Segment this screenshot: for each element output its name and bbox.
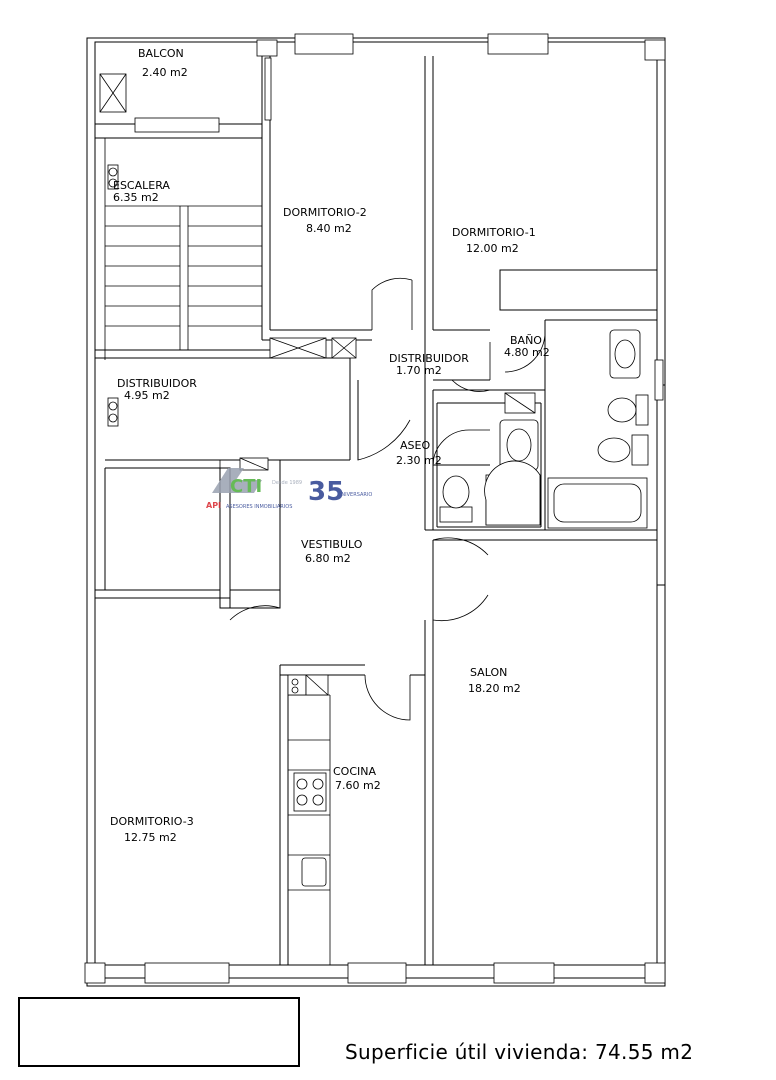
escalera-area: 6.35 m2 [113,191,159,204]
cti-brand: CTI [230,476,262,497]
windows [84,33,666,984]
dormitorio3-area: 12.75 m2 [124,831,177,844]
bano-name: BAÑO [510,334,542,347]
api-mark: API [206,501,221,510]
balcon-area: 2.40 m2 [142,66,188,79]
watermark-logo: CTI Desde 1989 API ASESORES INMOBILIARIO… [206,468,372,510]
distribuidor-left-name: DISTRIBUIDOR [117,377,197,390]
dormitorio3-name: DORMITORIO-3 [110,815,194,828]
title-block [18,997,300,1067]
escalera-name: ESCALERA [113,179,170,192]
anniversary-number: 35 [308,477,344,507]
dormitorio2-area: 8.40 m2 [306,222,352,235]
vestibulo-area: 6.80 m2 [305,552,351,565]
misc-symbols [99,73,269,471]
walls [86,37,666,987]
cocina-area: 7.60 m2 [335,779,381,792]
room-labels: BALCON 2.40 m2 ESCALERA 6.35 m2 DORMITOR… [110,47,550,844]
distribuidor-center-area: 1.70 m2 [396,364,442,377]
cti-tagline: ASESORES INMOBILIARIOS [226,504,292,510]
bathroom-fixtures [439,329,649,529]
balcon-name: BALCON [138,47,184,60]
cocina-name: COCINA [333,765,376,778]
dormitorio1-name: DORMITORIO-1 [452,226,536,239]
cti-since: Desde 1989 [272,480,302,486]
salon-area: 18.20 m2 [468,682,521,695]
distribuidor-left-area: 4.95 m2 [124,389,170,402]
anniversary-text: ANIVERSARIO [338,492,372,498]
stair-steps [105,225,262,327]
kitchen-fixtures [287,674,329,887]
aseo-name: ASEO [400,439,430,452]
cti-roof-icon [212,468,262,493]
doors [219,277,546,721]
bano-area: 4.80 m2 [504,346,550,359]
dormitorio2-name: DORMITORIO-2 [283,206,367,219]
aseo-area: 2.30 m2 [396,454,442,467]
vestibulo-name: VESTIBULO [301,538,363,551]
salon-name: SALON [470,666,507,679]
distribuidor-center-name: DISTRIBUIDOR [389,352,469,365]
dormitorio1-area: 12.00 m2 [466,242,519,255]
total-surface: Superficie útil vivienda: 74.55 m2 [345,1040,694,1064]
